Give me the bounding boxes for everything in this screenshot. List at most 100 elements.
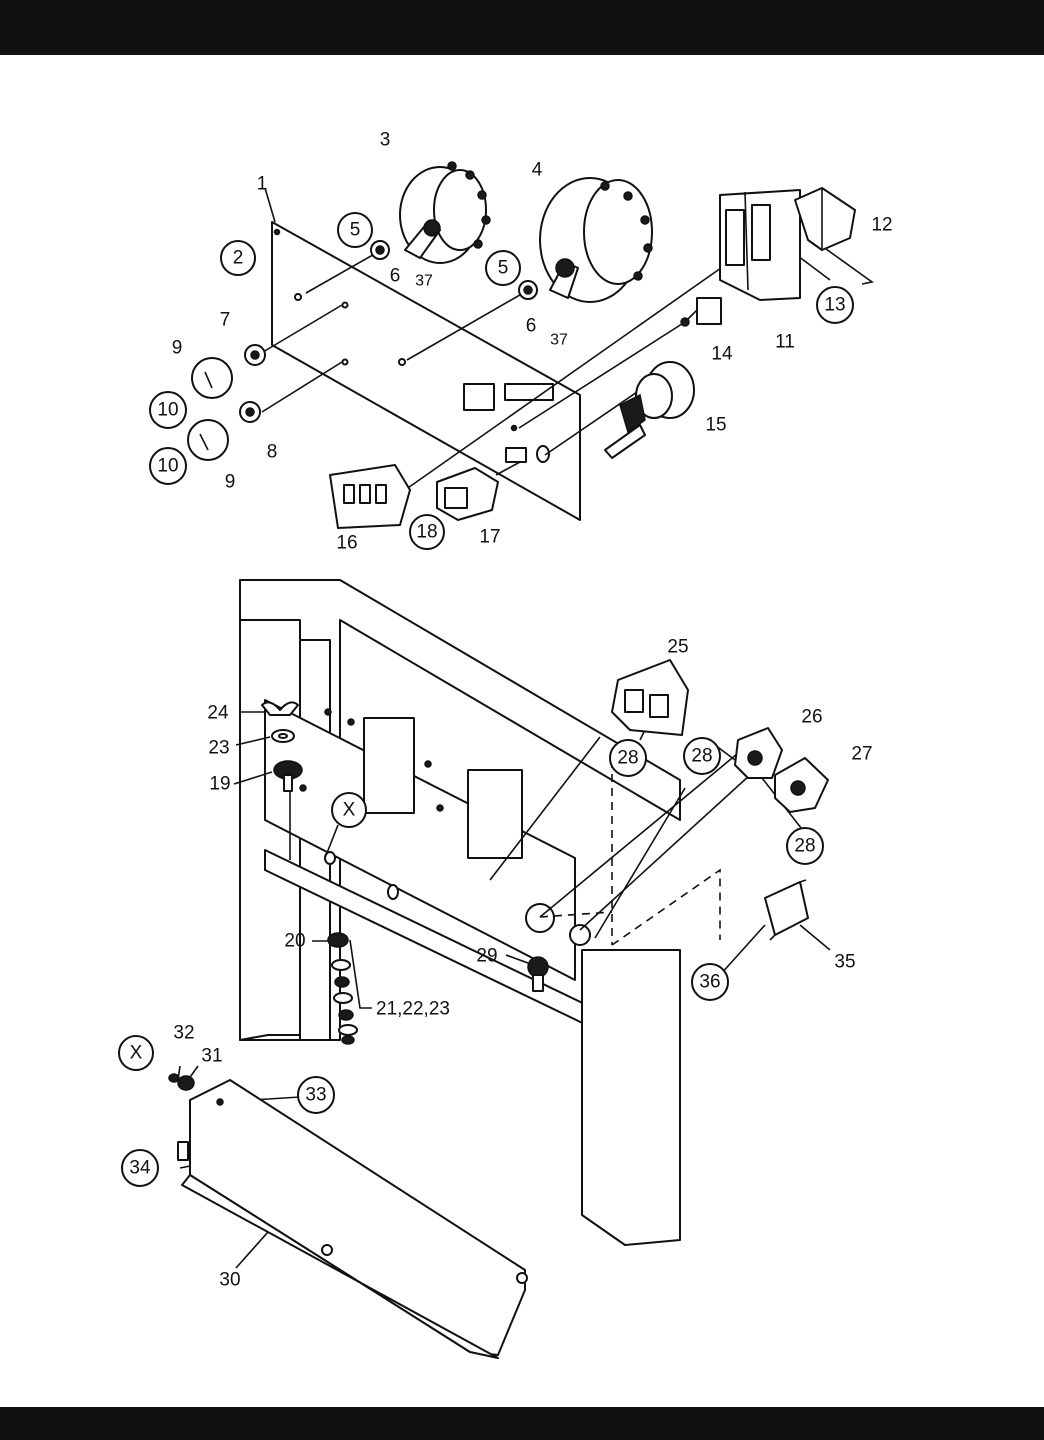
callout-15: 15	[705, 415, 726, 436]
svg-text:37: 37	[550, 332, 568, 349]
callout-5-lower: 5	[485, 250, 521, 286]
component-35	[764, 879, 809, 941]
svg-text:33: 33	[305, 1085, 326, 1106]
svg-text:14: 14	[711, 344, 733, 365]
callout-34: 34	[121, 1149, 159, 1187]
svg-text:15: 15	[705, 415, 726, 436]
lower-leaders	[177, 711, 831, 1269]
callout-33: 33	[297, 1076, 335, 1114]
footer-band	[0, 1407, 1044, 1440]
svg-text:28: 28	[617, 748, 638, 769]
callout-27: 27	[851, 744, 872, 765]
callout-32: 32	[173, 1023, 194, 1044]
potentiometer-7	[244, 344, 266, 366]
callout-19: 19	[209, 774, 230, 795]
callout-6-lower: 6	[526, 316, 537, 337]
panel-cutout-c	[505, 447, 527, 463]
svg-text:32: 32	[173, 1023, 194, 1044]
washer-23	[271, 729, 295, 743]
receptacle-26	[734, 727, 783, 779]
svg-text:13: 13	[824, 295, 845, 316]
svg-text:21,22,23: 21,22,23	[376, 999, 450, 1020]
callout-26: 26	[801, 707, 822, 728]
callout-28-middle: 28	[683, 737, 721, 775]
svg-text:30: 30	[219, 1270, 240, 1291]
callout-31: 31	[201, 1046, 222, 1067]
callout-35: 35	[834, 952, 855, 973]
bracket-12	[794, 187, 856, 251]
callout-3: 3	[380, 130, 391, 151]
svg-text:3: 3	[380, 130, 391, 151]
dashed-wiring	[539, 760, 721, 946]
upper-leaders	[257, 187, 874, 498]
callout-18: 18	[409, 514, 445, 550]
toggle-switch-14	[680, 297, 722, 327]
callout-9-lower: 9	[225, 472, 236, 493]
svg-text:28: 28	[691, 746, 712, 767]
panel-screw-dot	[510, 424, 518, 432]
svg-text:17: 17	[479, 527, 500, 548]
svg-text:5: 5	[498, 258, 509, 279]
svg-text:10: 10	[157, 456, 178, 477]
callout-1: 1	[257, 174, 268, 195]
svg-text:20: 20	[284, 931, 305, 952]
callout-4: 4	[532, 160, 543, 181]
svg-text:19: 19	[209, 774, 230, 795]
callout-12: 12	[871, 215, 892, 236]
cover-panel-30	[177, 1079, 528, 1359]
callout-23: 23	[208, 738, 229, 759]
svg-text:11: 11	[775, 332, 795, 353]
callout-24: 24	[207, 703, 229, 724]
svg-text:6: 6	[526, 316, 537, 337]
svg-text:1: 1	[257, 174, 268, 195]
receptacle-27	[774, 757, 829, 813]
knob-9-lower	[187, 419, 229, 461]
svg-text:9: 9	[172, 338, 183, 359]
callout-11: 11	[775, 332, 795, 353]
panel-cutout-a	[463, 383, 495, 411]
callout-x-upper: X	[331, 792, 367, 828]
callout-30: 30	[219, 1270, 240, 1291]
svg-text:26: 26	[801, 707, 822, 728]
callout-13: 13	[816, 286, 854, 324]
callout-37-upper: 37	[415, 273, 433, 290]
outlet-16	[329, 464, 411, 529]
callout-20: 20	[284, 931, 305, 952]
callout-17: 17	[479, 527, 500, 548]
callout-7: 7	[220, 310, 231, 331]
frame	[239, 579, 681, 1246]
callout-6-upper: 6	[390, 266, 401, 287]
svg-text:9: 9	[225, 472, 236, 493]
control-panel	[271, 221, 581, 521]
callout-28-right: 28	[786, 827, 824, 865]
panel-hole	[341, 301, 349, 309]
callout-36: 36	[691, 963, 729, 1001]
callout-37-lower: 37	[550, 332, 568, 349]
terminal-post-19	[273, 760, 303, 792]
key-switch-15	[604, 361, 695, 459]
callout-14: 14	[711, 344, 733, 365]
callout-28-left: 28	[609, 739, 647, 777]
callout-10-upper: 10	[149, 391, 187, 429]
callout-layer: 1 2 3 4 5 5 6 6 37 37 7 8 9 9 10 10 11 1…	[118, 130, 893, 1291]
svg-text:12: 12	[871, 215, 892, 236]
rotary-switch-3	[399, 161, 491, 264]
svg-text:24: 24	[207, 703, 229, 724]
svg-text:37: 37	[415, 273, 433, 290]
svg-text:31: 31	[201, 1046, 222, 1067]
receptacle-25	[611, 659, 689, 736]
svg-text:2: 2	[233, 248, 244, 269]
panel-hole	[341, 358, 349, 366]
screw-32	[168, 1073, 180, 1083]
callout-9-upper: 9	[172, 338, 183, 359]
svg-text:23: 23	[208, 738, 229, 759]
svg-text:X: X	[130, 1043, 143, 1064]
panel-hole	[294, 293, 302, 301]
callout-8: 8	[267, 442, 278, 463]
svg-text:36: 36	[699, 972, 720, 993]
svg-text:34: 34	[129, 1158, 151, 1179]
svg-text:25: 25	[667, 637, 688, 658]
callout-x-lower: X	[118, 1035, 154, 1071]
header-band	[0, 0, 1044, 55]
